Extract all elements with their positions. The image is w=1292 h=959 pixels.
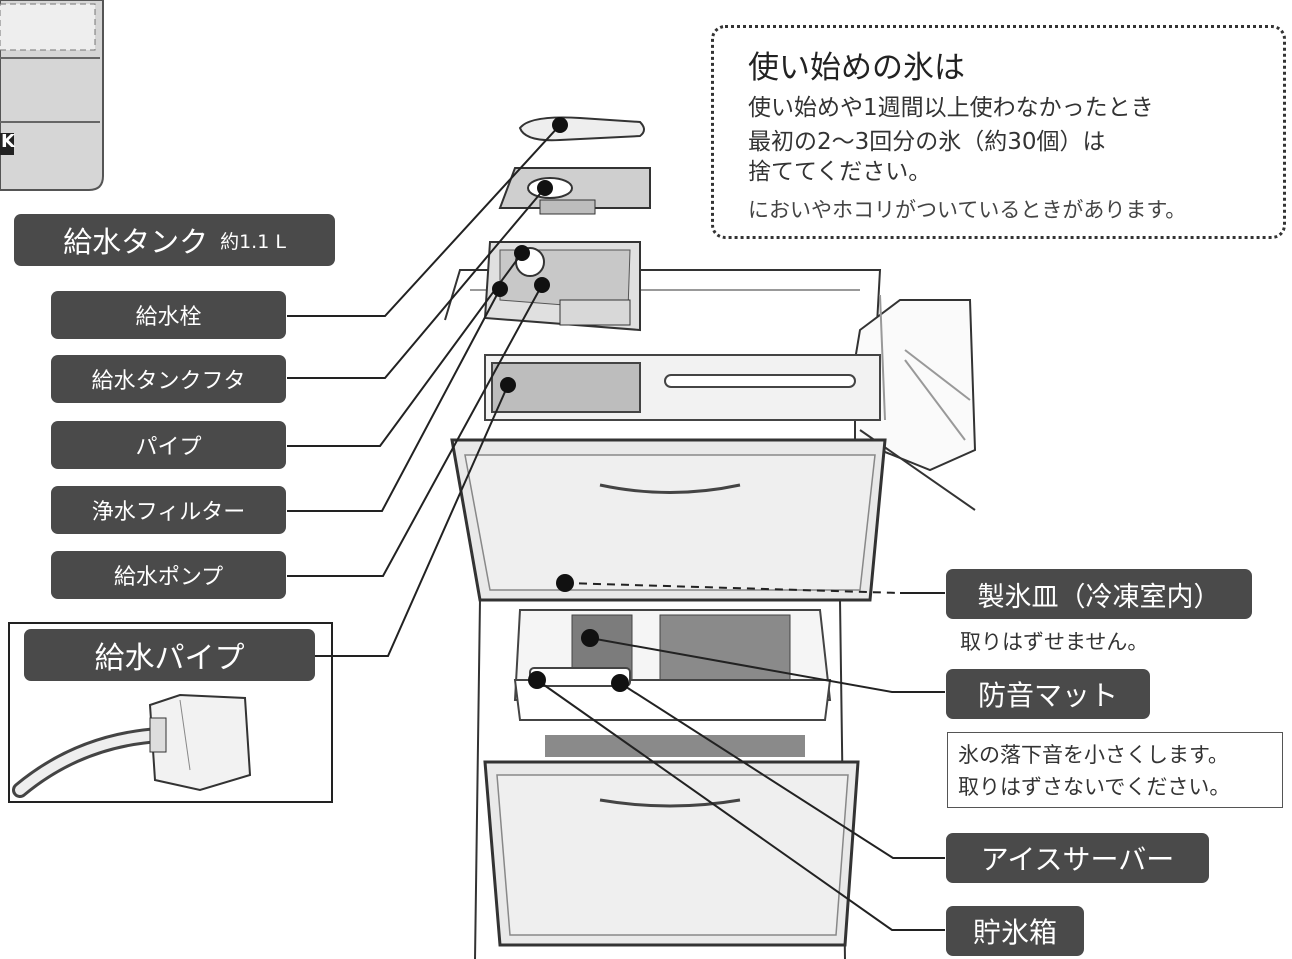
leader-lines — [287, 124, 945, 931]
label-water-tank-text: 給水タンク — [63, 225, 209, 259]
ice-tray-note: 取りはずせません。 — [960, 630, 1149, 654]
tank-lid-part — [498, 167, 651, 215]
note-line-2: 最初の2～3回分の氷（約30個）は — [748, 129, 1106, 155]
label-pump: 給水ポンプ — [51, 551, 286, 599]
sound-mat-note-box: 氷の落下音を小さくします。 取りはずさないでください。 — [947, 732, 1283, 808]
tank-shelf — [484, 354, 881, 421]
label-ice-tray: 製氷皿（冷凍室内） — [946, 569, 1252, 619]
supply-pipe-inset — [8, 622, 333, 803]
note-line-1: 使い始めや1週間以上使わなかったとき — [748, 95, 1154, 121]
first-ice-note: 使い始めの氷は 使い始めや1週間以上使わなかったとき 最初の2～3回分の氷（約3… — [711, 25, 1286, 239]
supply-pipe-illustration — [12, 693, 252, 798]
corner-glyph: K — [1, 131, 15, 152]
note-line-3: 捨ててください。 — [748, 159, 932, 185]
sound-mat-note-2: 取りはずさないでください。 — [958, 775, 1231, 799]
label-tank-lid: 給水タンクフタ — [51, 355, 286, 403]
sound-mat-note-1: 氷の落下音を小さくします。 — [958, 743, 1229, 767]
faucet-part — [518, 116, 645, 142]
label-pipe: パイプ — [51, 421, 286, 469]
label-filter: 浄水フィルター — [51, 486, 286, 534]
label-supply-pipe: 給水パイプ — [24, 629, 315, 681]
label-water-tank-capacity: 約1.1 L — [220, 230, 286, 253]
note-title: 使い始めの氷は — [748, 50, 965, 86]
note-line-4: においやホコリがついているときがあります。 — [748, 198, 1187, 222]
corner-panel — [0, 0, 104, 191]
callout-dots — [492, 117, 629, 692]
lower-drawer — [483, 760, 860, 947]
water-tank-part — [483, 241, 641, 332]
label-ice-bin: 貯氷箱 — [946, 906, 1084, 956]
label-faucet: 給水栓 — [51, 291, 286, 339]
label-ice-server: アイスサーバー — [946, 833, 1209, 883]
label-water-tank: 給水タンク 約1.1 L — [14, 214, 335, 266]
ice-bin-area — [513, 609, 832, 757]
upper-drawer — [450, 438, 887, 602]
label-sound-mat: 防音マット — [946, 669, 1150, 719]
